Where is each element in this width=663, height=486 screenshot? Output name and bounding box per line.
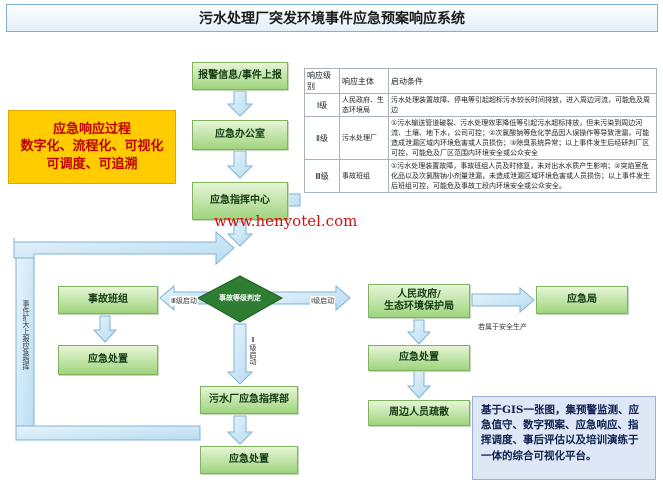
label-escalate: 事件扩大上报应急指挥 bbox=[22, 300, 30, 370]
table-header: 启动条件 bbox=[388, 68, 657, 94]
node-accident-team[interactable]: 事故班组 bbox=[58, 286, 158, 314]
arrow-gov-to-handling bbox=[406, 319, 432, 345]
row-subject: 污水处理厂 bbox=[339, 116, 389, 160]
node-plant-command[interactable]: 污水厂应急指挥部 bbox=[200, 386, 298, 414]
arrow-command-down bbox=[226, 221, 254, 247]
callout-line-3: 可调度、可追溯 bbox=[46, 156, 138, 172]
table-header: 响应级别 bbox=[304, 68, 340, 94]
arrow-decision-to-plant bbox=[226, 323, 254, 385]
gov-line-1: 人民政府/ bbox=[397, 288, 441, 300]
arrow-report-to-office bbox=[226, 90, 254, 117]
table-row: Ⅰ级 人民政府、生态环境局 污水处理装置故障、停电等引起超标污水较长时间排放，进… bbox=[304, 93, 657, 117]
arrow-top-band bbox=[13, 230, 235, 266]
watermark-text: www.henyotel.com bbox=[214, 212, 358, 230]
node-emergency-office[interactable]: 应急办公室 bbox=[192, 120, 288, 150]
gov-line-2: 生态环境保护局 bbox=[384, 301, 454, 312]
row-condition: 污水处理装置故障、停电等引起超标污水较长时间排放，进入周边河流，可能危及周边 bbox=[388, 93, 657, 117]
row-level: Ⅱ级 bbox=[304, 116, 340, 160]
node-evacuation[interactable]: 周边人员疏散 bbox=[368, 400, 470, 426]
callout-line-2: 数字化、流程化、可视化 bbox=[20, 139, 164, 155]
page-title: 污水处理厂突发环境事件应急预案响应系统 bbox=[6, 4, 658, 32]
label-level-2: Ⅱ级启动 bbox=[247, 336, 259, 365]
label-level-3: Ⅲ级启动 bbox=[170, 296, 198, 306]
row-level: Ⅲ级 bbox=[304, 159, 340, 193]
arrow-plant-to-handling bbox=[226, 415, 254, 445]
row-subject: 事故班组 bbox=[339, 159, 389, 193]
node-gov-handling[interactable]: 应急处置 bbox=[368, 345, 470, 371]
decision-label[interactable]: 事故等级判定 bbox=[219, 294, 261, 302]
node-plant-handling[interactable]: 应急处置 bbox=[200, 446, 298, 474]
row-condition: ①污水输送管道破裂、污水处理效率降低等引起污水超标排放，但未污染到周边河流、土壤… bbox=[388, 116, 657, 160]
arrow-office-to-command bbox=[226, 150, 254, 179]
row-condition: ①污水处理装置故障，事故班组人员及时修复，未对出水水质产生影响；②突焰室危化品以… bbox=[388, 159, 657, 193]
label-safety-note: 若属于安全生产 bbox=[478, 323, 527, 331]
node-report[interactable]: 报警信息/事件上报 bbox=[192, 62, 288, 90]
response-level-table: 响应级别 响应主体 启动条件 Ⅰ级 人民政府、生态环境局 污水处理装置故障、停电… bbox=[304, 68, 657, 193]
table-row: Ⅱ级 污水处理厂 ①污水输送管道破裂、污水处理效率降低等引起污水超标排放，但未污… bbox=[304, 116, 657, 160]
node-command-center[interactable]: 应急指挥中心 bbox=[192, 182, 288, 220]
callout-line-1: 应急响应过程 bbox=[52, 121, 131, 137]
arrow-team-to-handling bbox=[92, 315, 118, 343]
table-header: 响应主体 bbox=[339, 68, 389, 94]
row-subject: 人民政府、生态环境局 bbox=[339, 93, 389, 117]
node-government[interactable]: 人民政府/ 生态环境保护局 bbox=[368, 284, 470, 318]
label-level-1: Ⅰ级启动 bbox=[310, 296, 336, 306]
table-header-row: 响应级别 响应主体 启动条件 bbox=[304, 68, 657, 94]
node-team-handling[interactable]: 应急处置 bbox=[58, 345, 158, 375]
arrow-handling-to-evac bbox=[406, 369, 432, 399]
platform-description: 基于GIS一张图，集预警监测、应急值守、数字预案、应急响应、指挥调度、事后评估以… bbox=[472, 396, 656, 480]
row-level: Ⅰ级 bbox=[304, 93, 340, 117]
node-safety-bureau[interactable]: 应急局 bbox=[536, 286, 628, 314]
arrow-gov-to-bureau bbox=[471, 286, 535, 314]
table-row: Ⅲ级 事故班组 ①污水处理装置故障，事故班组人员及时修复，未对出水水质产生影响；… bbox=[304, 159, 657, 193]
process-callout: 应急响应过程 数字化、流程化、可视化 可调度、可追溯 bbox=[8, 110, 176, 184]
decision-diamond bbox=[196, 275, 284, 323]
arrow-bottom-band bbox=[15, 425, 201, 441]
